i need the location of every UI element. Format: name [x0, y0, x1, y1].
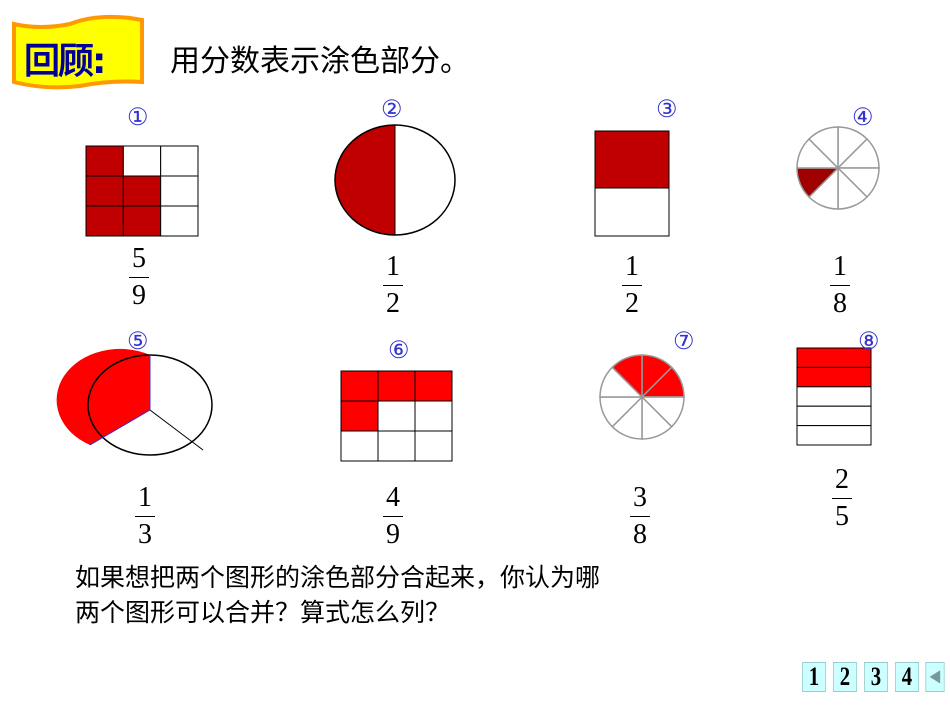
review-badge: [12, 14, 144, 90]
pie-slice: [807, 126, 839, 170]
grid-cell: [340, 430, 379, 462]
nav-page-4[interactable]: 4: [895, 662, 919, 692]
grid-cell: [85, 145, 124, 177]
figure-label: ④: [852, 103, 874, 131]
figure-3-rect: [594, 130, 670, 237]
question-line: 两个图形可以合并？算式怎么列？: [75, 598, 451, 627]
grid-cell: [796, 386, 872, 407]
grid-cell: [796, 425, 872, 446]
question-line: 如果想把两个图形的涂色部分合起来，你认为哪: [75, 563, 601, 592]
nav-page-1[interactable]: 1: [802, 662, 826, 692]
figure-6-grid: [340, 370, 453, 462]
figure-label: ②: [381, 95, 403, 123]
page-nav: 1 2 3 4 ◀: [799, 662, 948, 692]
pie-slice: [611, 354, 643, 399]
grid-cell: [796, 405, 872, 427]
figure-1-grid: [85, 145, 199, 237]
figure-label: ⑥: [388, 336, 410, 364]
grid-cell: [85, 175, 124, 207]
grid-cell: [414, 370, 453, 402]
grid-cell: [340, 370, 379, 402]
grid-cell: [85, 205, 124, 237]
grid-cell: [340, 400, 379, 432]
figure-4-circle: [796, 126, 880, 210]
grid-cell: [377, 430, 416, 462]
figure-7-circle: [599, 354, 685, 440]
figure-label: ①: [127, 103, 149, 131]
grid-cell: [377, 400, 416, 432]
nav-page-3[interactable]: 3: [864, 662, 888, 692]
grid-cell: [160, 145, 199, 177]
grid-cell: [122, 205, 162, 237]
grid-cell: [160, 175, 199, 207]
question-text: 如果想把两个图形的涂色部分合起来，你认为哪 两个图形可以合并？算式怎么列？: [75, 560, 600, 630]
figure-8-rect: [796, 347, 872, 446]
grid-cell: [160, 205, 199, 237]
review-badge-text: 回顾:: [24, 41, 106, 82]
grid-cell: [414, 400, 453, 432]
grid-cell: [377, 370, 416, 402]
figure-label: ⑧: [858, 327, 880, 355]
figure-2-ellipse: [334, 124, 456, 236]
figure-label: ⑦: [673, 327, 695, 355]
figure-5-circle: [56, 348, 213, 456]
triangle-left-icon[interactable]: ◀: [925, 662, 945, 692]
grid-cell: [122, 145, 162, 177]
grid-cell: [796, 366, 872, 388]
grid-cell: [414, 430, 453, 462]
page-title: 用分数表示涂色部分。: [170, 44, 470, 79]
figure-label: ③: [656, 95, 678, 123]
nav-page-2[interactable]: 2: [833, 662, 857, 692]
grid-cell: [122, 175, 162, 207]
figure-label: ⑤: [127, 327, 149, 355]
